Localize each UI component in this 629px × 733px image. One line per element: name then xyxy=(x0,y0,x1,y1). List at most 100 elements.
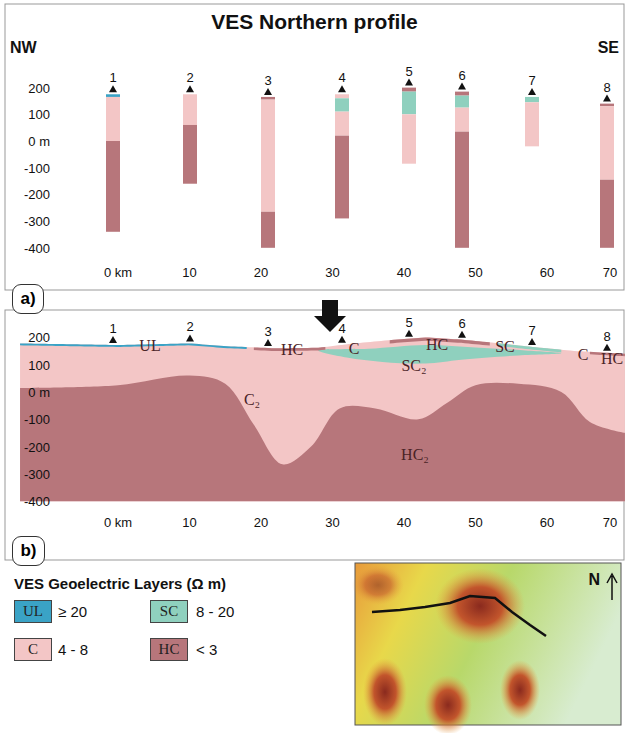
legend-title: VES Geoelectric Layers (Ω m) xyxy=(14,576,226,591)
layer-label: C₂ xyxy=(244,392,260,408)
ves-layer xyxy=(335,112,349,136)
station-marker xyxy=(338,336,346,343)
legend-code: HC xyxy=(159,641,180,658)
axis-tick-label: 0 m xyxy=(28,135,50,148)
station-marker xyxy=(405,330,413,337)
legend-range: < 3 xyxy=(196,642,217,657)
ves-layer xyxy=(600,180,614,248)
station-number: 3 xyxy=(264,73,271,86)
station-marker xyxy=(186,85,194,92)
ves-layer xyxy=(106,94,120,97)
ves-layer xyxy=(455,108,469,132)
ves-layer xyxy=(335,98,349,111)
ves-columns xyxy=(106,79,614,248)
axis-tick-label: 200 xyxy=(28,331,50,344)
legend-code: UL xyxy=(23,603,43,620)
legend-range: 8 - 20 xyxy=(196,604,234,619)
axis-tick-label: 60 xyxy=(540,516,554,529)
direction-label: SE xyxy=(598,40,619,56)
north-label: N xyxy=(588,572,600,588)
station-number: 5 xyxy=(405,315,412,328)
axis-tick-label: 70 xyxy=(603,516,617,529)
axis-tick-label: -100 xyxy=(24,161,50,174)
axis-tick-label: 30 xyxy=(325,266,339,279)
axis-tick-label: 100 xyxy=(28,358,50,371)
station-marker xyxy=(458,83,466,90)
station-number: 1 xyxy=(109,321,116,334)
axis-tick-label: 70 xyxy=(603,266,617,279)
panel-frame xyxy=(5,4,624,290)
station-marker xyxy=(186,334,194,341)
axis-tick-label: 0 km xyxy=(104,516,132,529)
station-number: 2 xyxy=(186,71,193,84)
ves-layer xyxy=(106,141,120,232)
panel-tag: b) xyxy=(12,536,45,566)
panel-letter: b) xyxy=(20,541,36,561)
station-number: 7 xyxy=(528,73,535,86)
station-number: 1 xyxy=(109,71,116,84)
axis-tick-label: 200 xyxy=(28,81,50,94)
ves-layer xyxy=(402,114,416,163)
layer-label: HC₂ xyxy=(401,447,429,463)
ves-layer xyxy=(402,88,416,92)
axis-tick-label: -100 xyxy=(24,413,50,426)
station-marker xyxy=(264,339,272,346)
ves-layer xyxy=(106,97,120,141)
ves-layer xyxy=(402,92,416,115)
axis-tick-label: 20 xyxy=(254,516,268,529)
axis-tick-label: -300 xyxy=(24,467,50,480)
axis-tick-label: 0 m xyxy=(28,386,50,399)
ves-layer xyxy=(261,100,275,212)
station-number: 3 xyxy=(264,325,271,338)
station-marker xyxy=(405,79,413,86)
axis-tick-label: 20 xyxy=(254,266,268,279)
axis-tick-label: 10 xyxy=(182,516,196,529)
station-marker xyxy=(264,88,272,95)
station-marker xyxy=(338,85,346,92)
layer-label: HC xyxy=(281,342,303,358)
inset-map xyxy=(352,563,621,733)
axis-tick-label: 10 xyxy=(182,266,196,279)
station-number: 7 xyxy=(528,323,535,336)
layer-label: HC xyxy=(426,337,448,353)
ves-layer xyxy=(600,106,614,179)
station-number: 5 xyxy=(405,64,412,77)
station-marker xyxy=(603,344,611,351)
axis-tick-label: -200 xyxy=(24,440,50,453)
axis-tick-label: 100 xyxy=(28,108,50,121)
ul-layer xyxy=(20,343,247,349)
station-marker xyxy=(109,336,117,343)
axis-tick-label: -300 xyxy=(24,215,50,228)
station-marker xyxy=(603,95,611,102)
ves-layer xyxy=(335,94,349,98)
legend-swatch: UL xyxy=(14,600,52,623)
layer-label: C xyxy=(578,347,589,363)
panel-tag: a) xyxy=(12,284,44,314)
station-number: 2 xyxy=(186,320,193,333)
geoelectric-section xyxy=(20,330,625,502)
ves-layer xyxy=(600,104,614,107)
station-marker xyxy=(458,331,466,338)
axis-tick-label: 0 km xyxy=(104,266,132,279)
station-marker xyxy=(109,85,117,92)
hc2-layer xyxy=(20,376,625,502)
station-number: 8 xyxy=(603,80,610,93)
axis-tick-label: 30 xyxy=(325,516,339,529)
station-marker xyxy=(528,88,536,95)
legend-swatch: HC xyxy=(150,638,188,661)
ves-layer xyxy=(455,96,469,108)
layer-label: C xyxy=(349,341,360,357)
ves-layer xyxy=(183,125,197,184)
station-number: 6 xyxy=(458,316,465,329)
layer-label: HC xyxy=(601,351,623,367)
station-number: 6 xyxy=(458,68,465,81)
ves-layer xyxy=(525,97,539,102)
axis-tick-label: -400 xyxy=(24,495,50,508)
ves-layer xyxy=(261,212,275,248)
ves-layer xyxy=(525,102,539,146)
station-number: 4 xyxy=(338,71,345,84)
axis-tick-label: -200 xyxy=(24,188,50,201)
axis-tick-label: -400 xyxy=(24,241,50,254)
layer-label: SC xyxy=(495,339,515,355)
